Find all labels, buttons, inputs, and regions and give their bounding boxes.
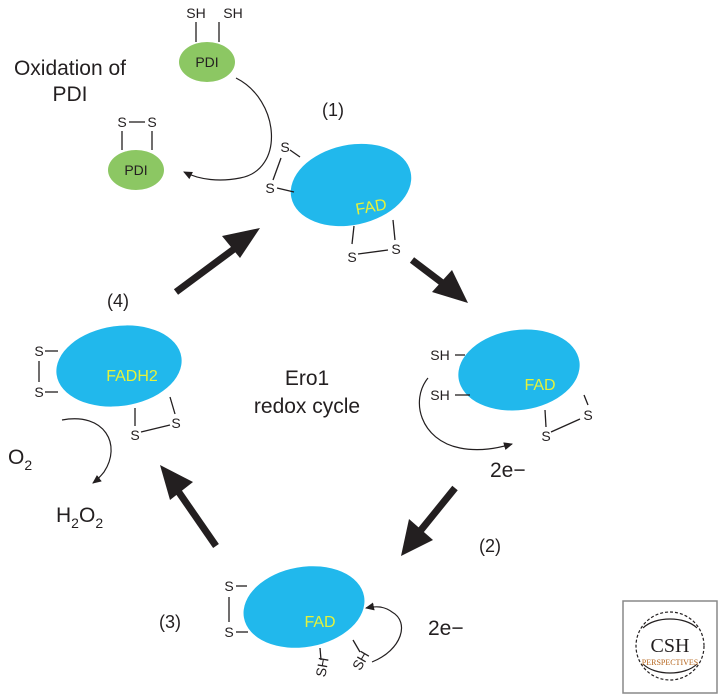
pdi-reduced-label: PDI [195,54,218,70]
hydrogen-peroxide-label: H2O2 [56,504,103,531]
pdi-s-2: S [147,114,156,130]
oxidation-title-line1: Oxidation of [14,57,126,80]
s-atom: S [541,428,550,444]
s-atom: S [347,249,356,265]
ero1-state-1-shape [290,143,412,227]
sh-group: SH [430,387,449,403]
pdi-sh-2: SH [223,5,242,21]
s-atom: S [224,578,233,594]
s-atom: S [583,407,592,423]
cycle-arrow-1-to-2 [409,257,468,303]
cycle-title-line2: redox cycle [254,395,360,418]
pdi-oxidized-shape [108,150,164,190]
oxygen-label: O2 [8,446,32,473]
pdi-oxidized: PDI S S [108,114,164,190]
ero1-state-3-fad: FAD [304,614,335,631]
ero1-state-3: FAD S S SH SH 2e− [224,566,464,678]
cycle-arrow-4-to-1 [173,228,260,295]
s-atom: S [171,415,180,431]
s-atom: S [224,624,233,640]
ero1-state-2-shape [458,329,580,411]
pdi-oxidation-arrow [183,77,273,181]
ero1-state-3-shape [243,566,365,648]
s-atom: S [280,139,289,155]
step-3-label: (3) [159,612,181,632]
two-electrons-right: 2e− [490,459,526,482]
ero1-state-4-shape [56,325,182,407]
pdi-sh-1: SH [186,5,205,21]
pdi-oxidized-label: PDI [124,162,147,178]
oxidation-title-line2: PDI [52,83,87,106]
ero1-state-2: FAD SH SH S S 2e− [418,329,593,482]
cycle-arrow-3-to-4 [160,465,219,548]
s-atom: S [34,384,43,400]
s-atom: S [391,241,400,257]
sh-group: SH [349,648,373,673]
ero1-state-2-fad: FAD [524,377,555,394]
csh-perspectives-logo: CSH PERSPECTIVES [622,600,718,694]
step-1-label: (1) [322,100,344,120]
two-electrons-bottom: 2e− [428,617,464,640]
logo-perspectives: PERSPECTIVES [642,658,698,667]
electron-accept-arrow [365,602,402,663]
s-atom: S [265,180,274,196]
pdi-reduced: PDI SH SH [179,5,243,82]
s-atom: S [130,427,139,443]
ero1-state-1-fad: FAD [354,196,388,218]
step-2-label: (2) [479,536,501,556]
cycle-title-line1: Ero1 [285,367,329,390]
sh-group: SH [313,656,332,678]
pdi-reduced-shape [179,42,235,82]
pdi-s-1: S [117,114,126,130]
step-4-label: (4) [107,291,129,311]
ero1-state-4-fadh2: FADH2 [106,368,158,385]
sh-group: SH [430,347,449,363]
ero1-state-1: FAD S S S S [265,139,412,265]
logo-csh: CSH [651,635,690,657]
s-atom: S [34,343,43,359]
oxygen-reduction-arrow [61,418,112,484]
electron-release-arrow [418,377,513,451]
cycle-arrow-2-to-3 [401,485,458,556]
ero1-state-4: FADH2 S S S S [34,325,182,484]
